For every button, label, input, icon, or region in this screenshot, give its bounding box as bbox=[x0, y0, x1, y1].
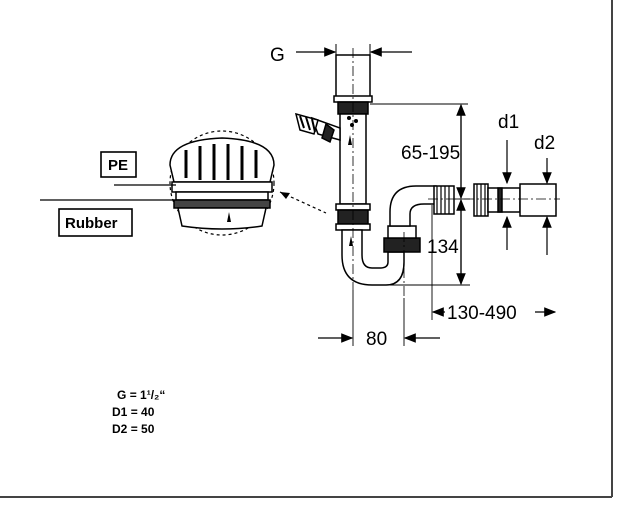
spec-d2-label: D2 bbox=[112, 422, 128, 436]
seal-detail-view bbox=[169, 130, 275, 236]
dimension-65-195-label: 65-195 bbox=[401, 143, 460, 164]
dimension-80-label: 80 bbox=[366, 329, 387, 350]
detail-circle bbox=[169, 130, 275, 236]
siphon-body bbox=[294, 54, 557, 286]
dimension-g: G bbox=[270, 44, 412, 66]
spec-g-label: G bbox=[117, 388, 127, 402]
dimension-130-490: 130-490 bbox=[431, 205, 557, 324]
dimension-130-490-label: 130-490 bbox=[447, 303, 517, 324]
dimension-80: 80 bbox=[318, 290, 440, 350]
center-lines bbox=[352, 48, 560, 298]
dimension-134-label: 134 bbox=[427, 237, 459, 258]
dimension-d2-label: d2 bbox=[534, 133, 555, 154]
dimension-65-195: 65-195 bbox=[370, 103, 470, 200]
detail-pointer-arrowhead bbox=[280, 192, 290, 199]
spec-g-value: = 1¹/₂“ bbox=[129, 388, 166, 402]
dimension-g-label: G bbox=[270, 45, 285, 66]
spec-legend: G = 1¹/₂“ D1 = 40 D2 = 50 bbox=[112, 387, 165, 438]
spec-d1-value: = 40 bbox=[130, 405, 155, 419]
spec-d2: D2 = 50 bbox=[112, 421, 165, 438]
dimension-d2: d2 bbox=[534, 133, 555, 255]
dimension-134: 134 bbox=[372, 198, 470, 286]
spec-d1-label: D1 bbox=[112, 405, 128, 419]
spec-g: G = 1¹/₂“ bbox=[112, 387, 165, 404]
rubber-label: Rubber bbox=[65, 215, 118, 232]
dimension-d1-label: d1 bbox=[498, 112, 519, 133]
dimension-d1: d1 bbox=[498, 112, 519, 250]
pe-label: PE bbox=[108, 157, 128, 174]
spec-d1: D1 = 40 bbox=[112, 404, 165, 421]
spec-d2-value: = 50 bbox=[130, 422, 155, 436]
pe-label-box bbox=[100, 151, 137, 178]
rubber-label-box bbox=[58, 208, 133, 237]
